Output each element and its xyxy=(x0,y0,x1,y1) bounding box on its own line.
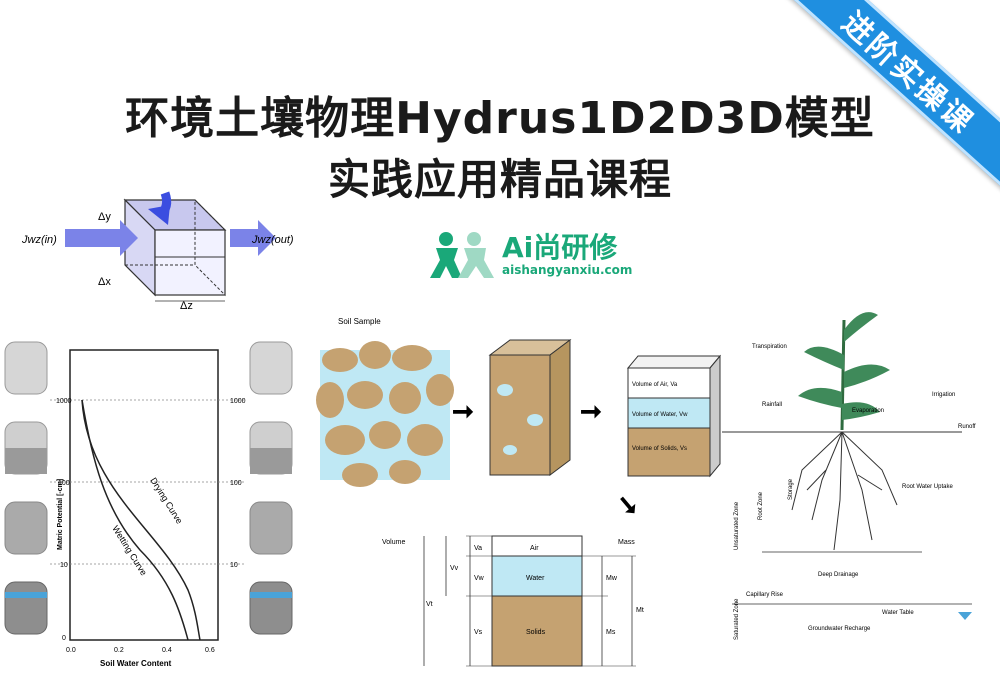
label-root-zone: Root Zone xyxy=(758,491,764,520)
label-recharge: Groundwater Recharge xyxy=(808,626,871,632)
label-rainfall: Rainfall xyxy=(762,402,782,408)
label-unsaturated-zone: Unsaturated Zone xyxy=(734,501,740,550)
vol-vt: Vt xyxy=(426,601,433,608)
brand-logo: Ai尚研修 aishangyanxiu.com xyxy=(428,230,632,280)
mass-mw: Mw xyxy=(606,575,618,582)
x-tick: 0.6 xyxy=(205,647,215,654)
phase-air: Air xyxy=(530,545,539,552)
page-subtitle: 实践应用精品课程 xyxy=(327,155,672,204)
layer-air-label: Volume of Air, Va xyxy=(632,382,678,388)
soil-core-column-right xyxy=(249,341,293,635)
label-water-table: Water Table xyxy=(882,610,914,616)
plant-water-balance-diagram: Transpiration Rainfall Evaporation Irrig… xyxy=(722,312,976,640)
x-tick: 0.4 xyxy=(162,647,172,654)
layer-solids-label: Volume of Solids, Vs xyxy=(632,446,687,452)
phase-solids: Solids xyxy=(526,629,546,636)
mass-header: Mass xyxy=(618,539,635,546)
volume-layers: Volume of Air, Va Volume of Water, Vw Vo… xyxy=(626,354,722,478)
label-irrigation: Irrigation xyxy=(932,392,955,398)
phase-water: Water xyxy=(526,575,545,582)
people-logo-icon xyxy=(430,232,494,278)
y-tick-right: 10 xyxy=(230,562,238,569)
y-axis-label: Matric Potential [-cm] xyxy=(57,479,64,550)
arrow-in-icon xyxy=(120,220,138,256)
label-transpiration: Transpiration xyxy=(752,344,787,350)
y-tick: 1000 xyxy=(56,398,72,405)
label-saturated-zone: Saturated Zone xyxy=(734,598,740,640)
brand-url: aishangyanxiu.com xyxy=(502,263,633,277)
water-retention-chart: 1000 100 10 0 1000 100 10 0.0 0.2 0.4 0.… xyxy=(4,341,293,668)
dx-label: Δx xyxy=(98,276,111,288)
phase-diagram: Volume Mass Air Water Solids Va Vw Vs Vv… xyxy=(382,535,644,667)
x-tick: 0.0 xyxy=(66,647,76,654)
label-evaporation: Evaporation xyxy=(852,408,884,414)
arrow-right-icon: ➞ xyxy=(452,396,474,426)
label-capillary-rise: Capillary Rise xyxy=(746,592,784,598)
vol-vs: Vs xyxy=(474,629,483,636)
vol-vw: Vw xyxy=(474,575,485,582)
mass-mt: Mt xyxy=(636,607,644,614)
mass-ms: Ms xyxy=(606,629,616,636)
arrow-out-icon xyxy=(258,220,276,256)
y-tick-right: 100 xyxy=(230,480,242,487)
label-root-uptake: Root Water Uptake xyxy=(902,484,953,490)
flux-out-label: Jwz(out) xyxy=(251,234,294,246)
label-storage: Storage xyxy=(788,478,794,500)
arrow-right-icon: ➞ xyxy=(580,396,602,426)
soil-sample-title: Soil Sample xyxy=(338,317,381,326)
soil-core-column-left xyxy=(4,341,48,635)
plant-icon xyxy=(798,312,890,431)
y-tick: 10 xyxy=(60,562,68,569)
soil-sample-diagram: Soil Sample ➞ ➞ Volume of Air, Va Volume… xyxy=(316,317,722,520)
layer-water-label: Volume of Water, Vw xyxy=(632,412,688,418)
soil-aggregate xyxy=(316,341,454,487)
soil-cube xyxy=(488,339,572,476)
dy-label: Δy xyxy=(98,211,111,223)
arrow-down-icon: ➞ xyxy=(610,487,647,520)
volume-header: Volume xyxy=(382,539,405,546)
y-tick: 0 xyxy=(62,635,66,642)
water-table-icon xyxy=(958,612,972,620)
dz-label: Δz xyxy=(180,300,193,312)
vol-vv: Vv xyxy=(450,565,459,572)
drying-curve xyxy=(81,399,201,641)
brand-name: Ai尚研修 xyxy=(502,231,618,264)
y-tick: 100 xyxy=(58,480,70,487)
page-title: 环境土壤物理Hydrus1D2D3D模型 xyxy=(125,93,875,144)
x-axis-label: Soil Water Content xyxy=(100,659,172,668)
y-tick-right: 1000 xyxy=(230,398,246,405)
roots-icon xyxy=(791,431,898,551)
label-deep-drainage: Deep Drainage xyxy=(818,572,859,578)
cube-flux-diagram: Jwz(in) Jwz(out) Δy Δx Δz xyxy=(21,191,294,312)
flux-in-label: Jwz(in) xyxy=(21,234,57,246)
wetting-curve xyxy=(81,399,189,641)
vol-va: Va xyxy=(474,545,482,552)
x-tick: 0.2 xyxy=(114,647,124,654)
label-runoff: Runoff xyxy=(958,424,976,430)
